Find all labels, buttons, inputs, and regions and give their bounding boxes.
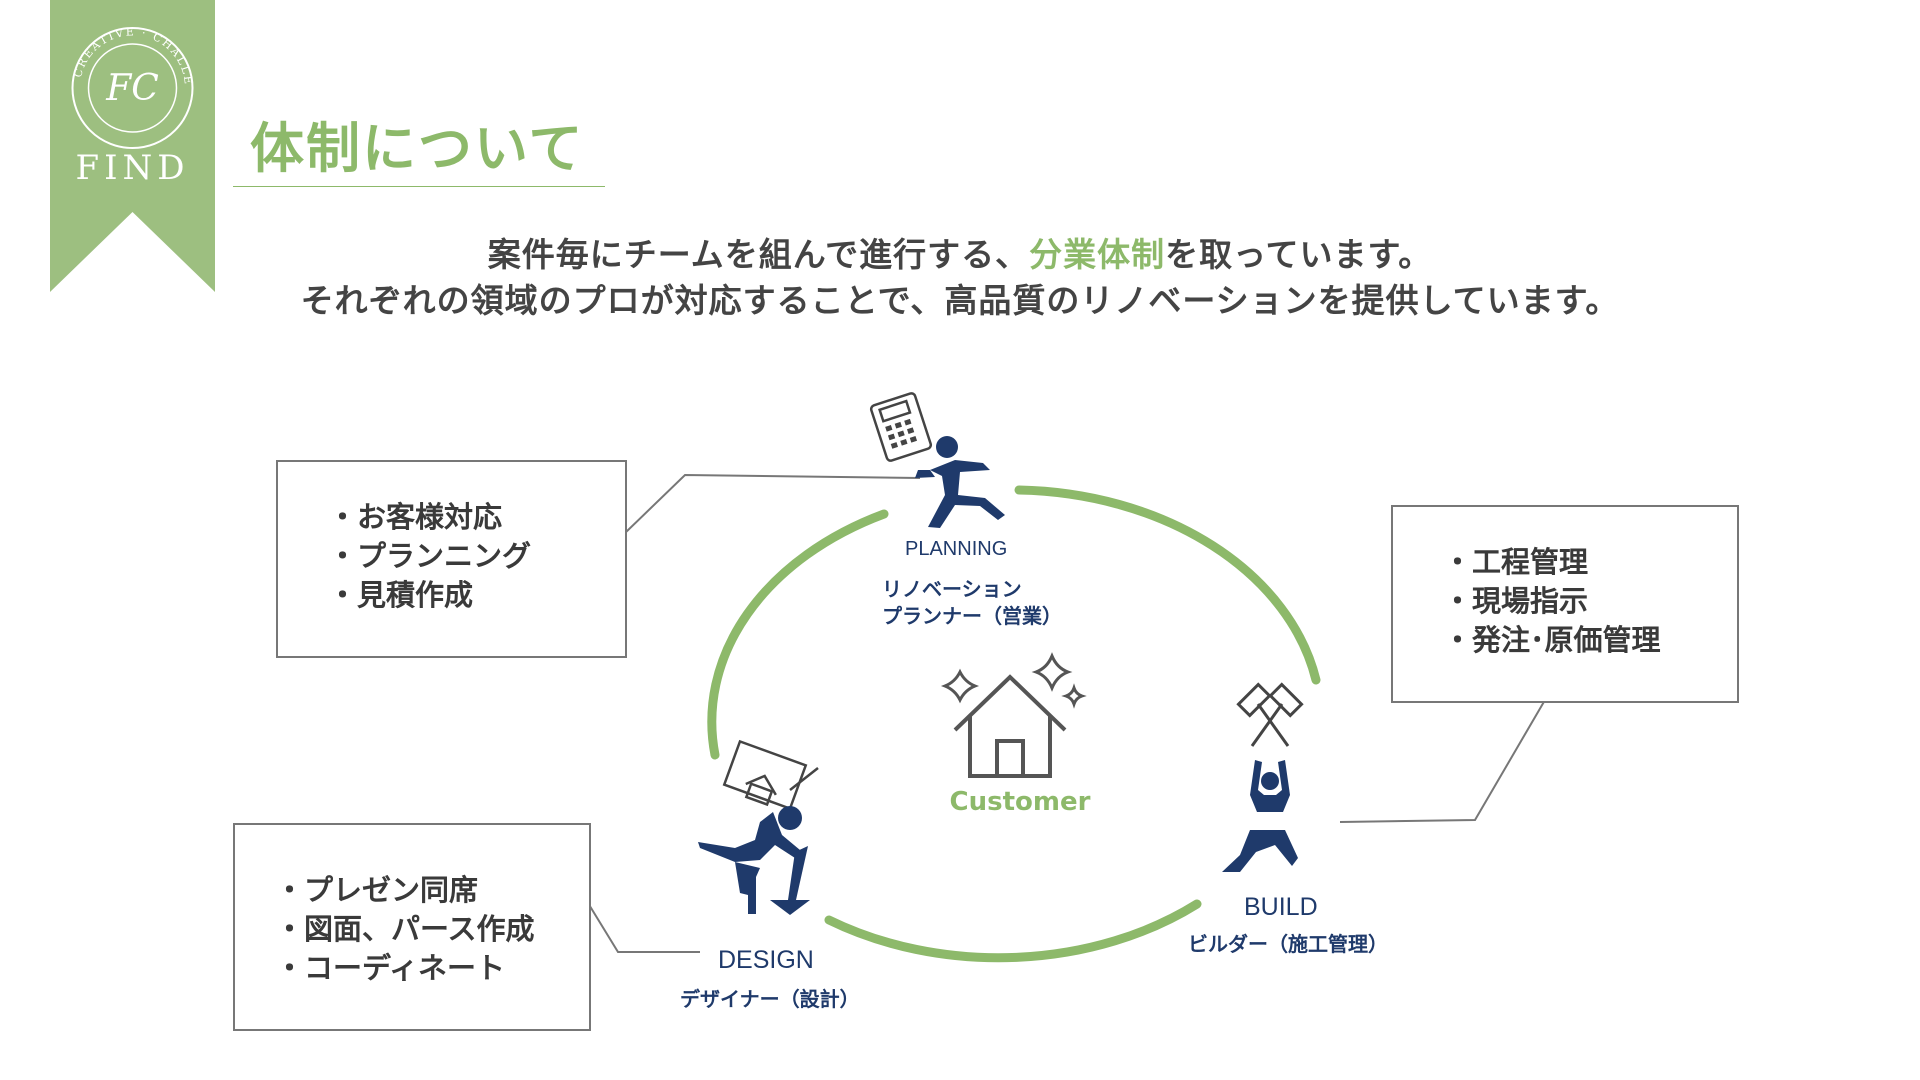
list-item: ・コーディネート bbox=[275, 951, 505, 985]
sparkle-icon bbox=[940, 652, 1087, 709]
brand-name: FIND bbox=[75, 148, 190, 188]
build-label: BUILD bbox=[1244, 893, 1318, 921]
planning-title-line1: リノベーション bbox=[882, 577, 1022, 601]
planning-connector bbox=[624, 473, 921, 534]
title-underline bbox=[233, 186, 605, 187]
planning-tasks-box: ・お客様対応 ・プランニング ・見積作成 bbox=[276, 460, 627, 658]
hammer-wrench-icon bbox=[1236, 682, 1304, 747]
brand-ribbon: FC CREATIVE · CHALLENGE bbox=[50, 0, 215, 292]
design-tasks-box: ・プレゼン同席 ・図面、パース作成 ・コーディネート bbox=[233, 823, 591, 1031]
intro-line-1: 案件毎にチームを組んで進行する、分業体制を取っています。 bbox=[487, 235, 1433, 274]
build-tasks-box: ・工程管理 ・現場指示 ・発注･原価管理 bbox=[1391, 505, 1739, 703]
design-title: デザイナー（設計） bbox=[680, 987, 860, 1011]
list-item: ・図面、パース作成 bbox=[275, 912, 535, 946]
list-item: ・お客様対応 bbox=[328, 500, 503, 534]
cycle-arc-top bbox=[1014, 485, 1321, 685]
list-item: ・見積作成 bbox=[328, 578, 474, 612]
build-title: ビルダー（施工管理） bbox=[1188, 932, 1388, 956]
design-label: DESIGN bbox=[718, 946, 814, 974]
list-item: ・プレゼン同席 bbox=[275, 873, 479, 907]
intro-highlight: 分業体制 bbox=[1029, 235, 1166, 274]
build-connector bbox=[1339, 699, 1546, 823]
running-person-icon bbox=[915, 436, 1005, 528]
intro-line-2: それぞれの領域のプロが対応することで、高品質のリノベーションを提供しています。 bbox=[300, 281, 1620, 320]
planning-label: PLANNING bbox=[905, 538, 1008, 560]
designer-person-icon bbox=[698, 806, 810, 915]
page-title: 体制について bbox=[250, 117, 585, 180]
list-item: ・発注･原価管理 bbox=[1443, 623, 1661, 657]
cycle-arc-bottom bbox=[824, 899, 1202, 963]
builder-person-icon bbox=[1222, 760, 1298, 872]
calculator-icon bbox=[869, 392, 933, 462]
house-icon bbox=[953, 674, 1067, 778]
list-item: ・プランニング bbox=[328, 539, 532, 573]
cycle-arc-left bbox=[707, 509, 889, 760]
list-item: ・工程管理 bbox=[1443, 545, 1589, 579]
blueprint-icon bbox=[722, 739, 819, 811]
planning-title-line2: プランナー（営業） bbox=[882, 604, 1062, 628]
svg-text:FC: FC bbox=[105, 68, 159, 109]
list-item: ・現場指示 bbox=[1443, 584, 1589, 618]
design-connector bbox=[587, 902, 700, 953]
customer-label: Customer bbox=[949, 787, 1091, 817]
